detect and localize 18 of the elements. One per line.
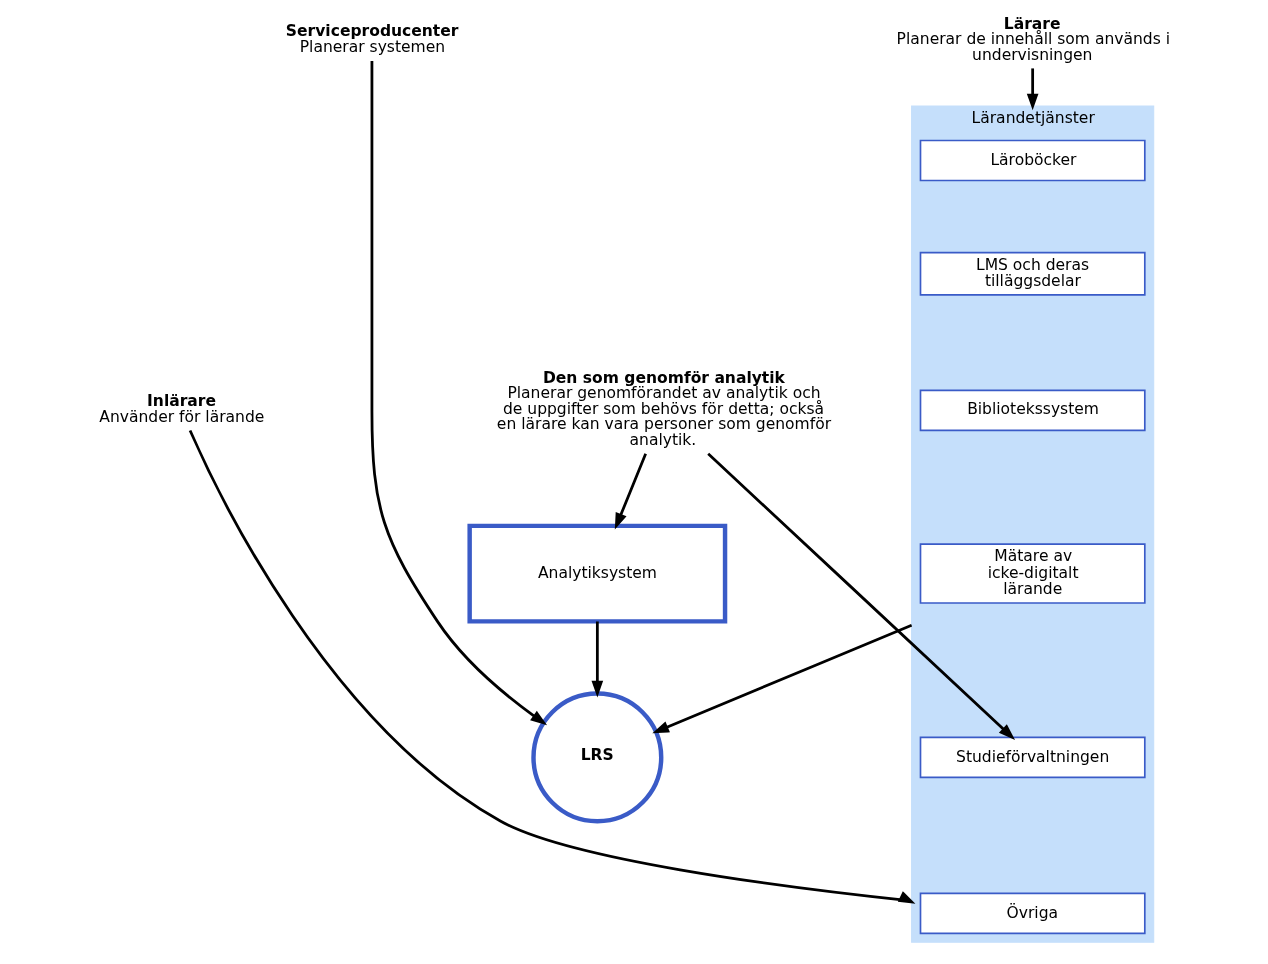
arrow <box>707 452 1016 740</box>
node-box: Bibliotekssystem <box>919 389 1146 432</box>
node-box: Mätare av icke-digitalt lärande <box>919 543 1146 604</box>
node-box: Studieförvaltningen <box>919 736 1146 779</box>
node-text: Den som genomför analytik Planerar genomförandet av analytik och de uppgifter som behövs för detta; också en lärare kan vara personer som genomför analytik. <box>496 368 832 450</box>
arrow <box>370 60 548 726</box>
arrow <box>1026 68 1039 111</box>
node-box: LMS och deras tilläggsdelar <box>919 251 1146 296</box>
arrow <box>188 429 916 904</box>
node-text: Serviceproducenter Planerar systemen <box>285 22 459 56</box>
node-box: Övriga <box>919 892 1146 935</box>
arrow <box>591 621 604 698</box>
arrow <box>614 453 647 530</box>
node-box: Läroböcker <box>919 139 1146 182</box>
node-text: Inlärare Använder för lärande <box>99 392 265 426</box>
node-box: Analytiksystem <box>467 523 728 624</box>
arrow <box>652 623 913 734</box>
node-text: Lärare Planerar de innehåll som används i undervisningen <box>896 14 1171 64</box>
